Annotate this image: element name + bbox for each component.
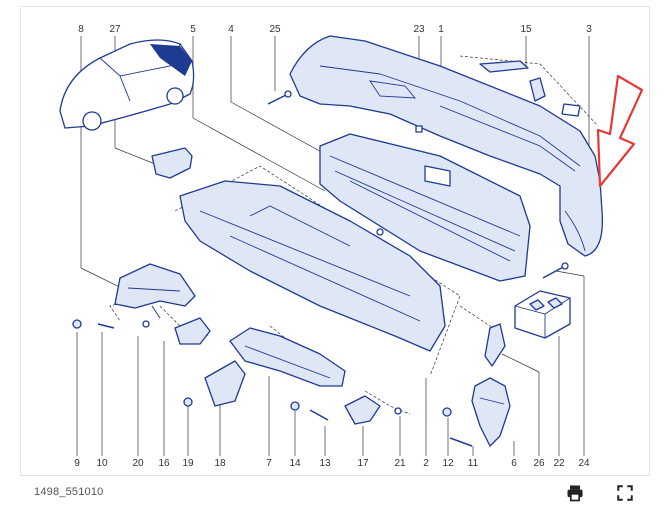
part-25-screw (267, 90, 292, 105)
part-4-absorber (319, 133, 531, 282)
label-26: 26 (533, 458, 545, 469)
label-18: 18 (214, 458, 226, 469)
label-16: 16 (158, 458, 170, 469)
label-25: 25 (269, 24, 281, 35)
part-26 (484, 323, 506, 367)
label-4: 4 (228, 24, 234, 35)
car-illustration (59, 39, 195, 131)
label-20: 20 (132, 458, 144, 469)
part-23 (415, 125, 423, 133)
label-6: 6 (511, 458, 517, 469)
part-15 (479, 60, 529, 73)
label-13: 13 (319, 458, 331, 469)
label-17: 17 (357, 458, 369, 469)
label-10: 10 (96, 458, 108, 469)
part-7-absorber (229, 327, 346, 387)
part-27 (151, 147, 193, 179)
label-23: 23 (413, 24, 425, 35)
fasteners (72, 305, 473, 447)
label-5: 5 (190, 24, 196, 35)
fullscreen-button[interactable] (610, 478, 640, 508)
label-3: 3 (586, 24, 592, 35)
red-arrow-annotation (596, 74, 644, 188)
part-1-bumper-cover (289, 35, 604, 257)
label-14: 14 (289, 458, 301, 469)
part-22-clip-box (514, 290, 571, 339)
part-24-screw (542, 262, 569, 279)
exploded-parts-diagram: 8 27 5 4 25 23 1 15 3 9 10 20 16 19 18 7… (59, 24, 644, 469)
reference-code: 1498_551010 (34, 486, 104, 498)
part-17 (344, 395, 381, 425)
label-19: 19 (182, 458, 194, 469)
label-15: 15 (520, 24, 532, 35)
label-7: 7 (266, 458, 272, 469)
part-16 (174, 317, 211, 345)
label-12: 12 (442, 458, 454, 469)
part-18 (204, 360, 246, 407)
label-9: 9 (74, 458, 80, 469)
part-15-side (529, 77, 546, 102)
part-6-bracket (471, 377, 511, 447)
label-27: 27 (109, 24, 121, 35)
printer-icon (567, 485, 583, 502)
label-11: 11 (468, 458, 479, 469)
part-3 (561, 103, 581, 117)
part-5-diffuser (179, 180, 446, 352)
fullscreen-icon (617, 485, 633, 501)
label-2: 2 (423, 458, 429, 469)
label-1: 1 (438, 24, 444, 35)
print-button[interactable] (560, 478, 590, 508)
label-24: 24 (578, 458, 590, 469)
part-8-bracket (114, 263, 196, 309)
label-8: 8 (78, 24, 84, 35)
top-labels: 8 27 5 4 25 23 1 15 3 (78, 24, 592, 35)
bottom-labels: 9 10 20 16 19 18 7 14 13 17 21 2 12 11 6… (74, 458, 590, 469)
label-21: 21 (394, 458, 406, 469)
label-22: 22 (553, 458, 565, 469)
